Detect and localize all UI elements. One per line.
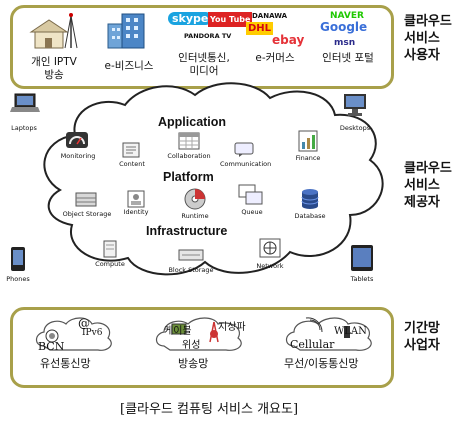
block-storage-icon xyxy=(178,249,204,261)
office-building-icon xyxy=(107,13,145,49)
laptop-icon xyxy=(10,93,40,112)
service-internet-media: skype You Tube PANDORA TV 인터넷통신, 미디어 xyxy=(164,10,253,78)
label-content: Content xyxy=(119,160,145,168)
label-network: Network xyxy=(256,262,284,270)
label-communication: Communication xyxy=(220,160,272,168)
wired-network-cloud-icon xyxy=(35,317,112,351)
section-platform: Platform xyxy=(163,170,214,184)
msn-logo: msn xyxy=(334,38,356,48)
label-monitoring: Monitoring xyxy=(60,152,96,160)
service-label-e-business: e-비즈니스 xyxy=(104,60,154,72)
identity-card-icon xyxy=(127,190,145,208)
satellite-label: 위성 xyxy=(182,340,201,351)
service-internet-portal: NAVER Google msn 인터넷 포털 xyxy=(308,10,388,65)
media-logos: skype You Tube PANDORA TV xyxy=(164,10,253,52)
section-application: Application xyxy=(158,115,227,129)
label-phones: Phones xyxy=(6,275,30,283)
commerce-logos: DANAWA DHL ebay xyxy=(242,10,308,52)
broadcast-network-cloud-icon xyxy=(155,317,242,351)
service-personal-iptv: 개인 IPTV 방송 xyxy=(14,10,94,82)
cellular-label: Cellular xyxy=(290,338,335,351)
service-label-internet-media: 인터넷통신, 미디어 xyxy=(178,52,230,77)
wlan-label: WLAN xyxy=(334,326,367,337)
compute-server-icon xyxy=(103,240,117,258)
broadcast-house-icon xyxy=(29,13,78,49)
dhl-logo: DHL xyxy=(246,22,274,35)
at-sign: @ xyxy=(78,316,90,330)
label-object-storage: Object Storage xyxy=(62,210,112,218)
cloud-shape xyxy=(43,82,384,276)
section-infrastructure: Infrastructure xyxy=(146,224,228,238)
finance-chart-icon xyxy=(298,130,318,152)
bcn-label: BCN xyxy=(38,340,65,353)
phone-icon xyxy=(11,247,25,271)
label-desktops: Desktops xyxy=(339,124,371,132)
object-storage-icon xyxy=(75,192,97,207)
service-e-commerce: DANAWA DHL ebay e-커머스 xyxy=(242,10,308,65)
monitoring-gauge-icon xyxy=(66,132,88,148)
danawa-logo: DANAWA xyxy=(252,12,288,20)
wireless-network-cloud-icon xyxy=(285,317,372,351)
cable-label: 케이블 xyxy=(164,326,192,337)
terrestrial-label: 지상파 xyxy=(218,322,246,333)
label-finance: Finance xyxy=(295,154,321,162)
queue-windows-icon xyxy=(238,184,263,205)
pandora-tv-logo: PANDORA TV xyxy=(184,32,232,40)
database-cylinder-icon xyxy=(301,189,319,209)
service-e-business: e-비즈니스 xyxy=(94,10,164,73)
label-collaboration: Collaboration xyxy=(167,152,211,160)
youtube-logo: You Tube xyxy=(208,12,253,27)
wired-network-label: 유선통신망 xyxy=(40,357,91,370)
communication-chat-icon xyxy=(234,142,254,157)
skype-logo: skype xyxy=(168,12,213,25)
portal-logos: NAVER Google msn xyxy=(308,10,388,52)
label-compute: Compute xyxy=(95,260,125,268)
label-runtime: Runtime xyxy=(181,212,209,220)
ipv6-label: IPv6 xyxy=(82,328,103,338)
label-laptops: Laptops xyxy=(11,124,37,132)
label-database: Database xyxy=(294,212,326,220)
figure-caption: [클라우드 컴퓨팅 서비스 개요도] xyxy=(120,402,299,417)
broadcast-network-label: 방송망 xyxy=(178,357,209,370)
service-label-iptv: 개인 IPTV 방송 xyxy=(31,56,77,81)
tablet-icon xyxy=(351,245,373,271)
naver-logo: NAVER xyxy=(330,11,364,21)
label-identity: Identity xyxy=(123,208,149,216)
label-block-storage: Block Storage xyxy=(168,266,214,274)
desktop-icon xyxy=(344,94,366,116)
label-queue: Queue xyxy=(241,208,263,216)
ebay-logo: ebay xyxy=(272,33,305,47)
content-document-icon xyxy=(122,142,140,158)
wireless-network-label: 무선/이동통신망 xyxy=(284,357,359,370)
runtime-disc-icon xyxy=(184,188,206,210)
network-globe-icon xyxy=(259,238,281,258)
google-logo: Google xyxy=(320,20,368,34)
collaboration-calendar-icon xyxy=(178,132,200,150)
label-tablets: Tablets xyxy=(350,275,374,283)
service-label-portal: 인터넷 포털 xyxy=(322,52,374,64)
service-label-e-commerce: e-커머스 xyxy=(255,52,295,64)
